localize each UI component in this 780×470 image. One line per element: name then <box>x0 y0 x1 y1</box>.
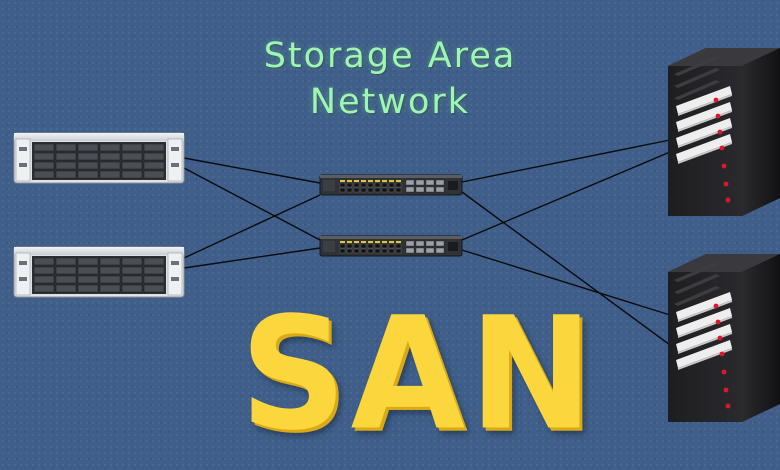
cable-array2-switch2 <box>183 247 321 269</box>
tower-server-icon <box>668 48 780 216</box>
diagram-title-line1: Storage Area <box>263 36 517 76</box>
diagram-title-line2: Network <box>309 82 471 122</box>
acronym-label: SAN <box>240 283 597 465</box>
cable-array2-switch1 <box>183 194 321 259</box>
tower-server-icon <box>668 254 780 422</box>
cable-switch1-server2 <box>461 191 671 346</box>
cable-switch1-server1 <box>461 139 671 183</box>
cable-array1-switch2 <box>183 167 321 241</box>
network-switch-icon <box>319 235 463 257</box>
storage-array-icon <box>13 132 185 184</box>
cable-switch2-server1 <box>461 151 671 241</box>
cable-switch2-server2 <box>461 249 671 316</box>
network-switch-icon <box>319 174 463 196</box>
cable-array1-switch1 <box>183 157 321 184</box>
cable-group <box>183 139 671 346</box>
storage-array-icon <box>13 246 185 298</box>
